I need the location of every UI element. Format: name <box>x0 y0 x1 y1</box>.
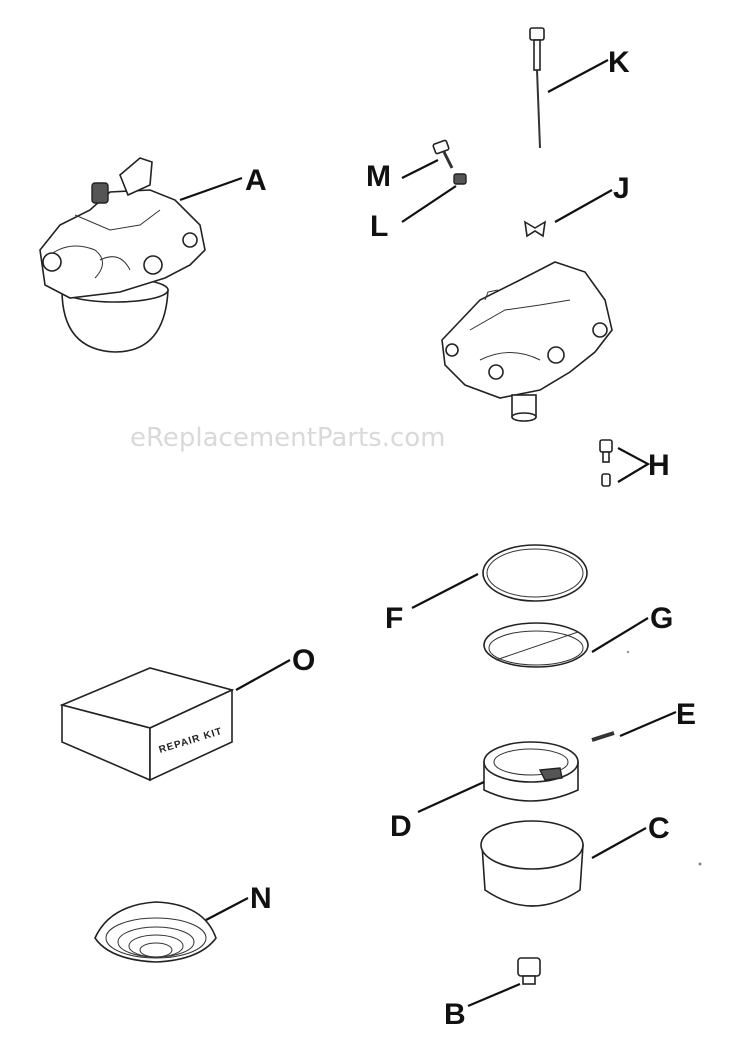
leader-g <box>591 617 649 653</box>
callout-j: J <box>613 172 630 205</box>
callout-b: B <box>444 998 466 1031</box>
leader-h <box>617 447 651 483</box>
part-m-screw[interactable] <box>432 139 454 169</box>
callout-g: G <box>650 602 673 635</box>
leader-c <box>591 827 647 859</box>
leader-a <box>179 176 243 202</box>
stray-mark <box>626 650 630 654</box>
part-j-seal[interactable] <box>523 220 547 238</box>
callout-l: L <box>370 210 388 243</box>
part-g-gasket[interactable] <box>483 622 589 668</box>
leader-e <box>619 710 677 738</box>
part-a-carburetor[interactable] <box>39 157 206 353</box>
callout-d: D <box>390 810 412 843</box>
leader-n <box>205 897 249 921</box>
callout-o: O <box>292 644 315 677</box>
callout-m: M <box>366 160 391 193</box>
part-k-needle[interactable] <box>529 27 545 149</box>
part-h-jets[interactable] <box>599 439 613 487</box>
stray-mark <box>698 862 702 866</box>
leader-d <box>417 780 485 814</box>
leader-b <box>467 982 521 1008</box>
callout-c: C <box>648 812 670 845</box>
part-o-repair-kit[interactable]: REPAIR KIT <box>59 667 235 782</box>
leader-m <box>401 159 439 179</box>
callout-n: N <box>250 882 272 915</box>
part-n-cone[interactable] <box>94 901 217 963</box>
leader-o <box>235 659 291 691</box>
watermark-text: eReplacementParts.com <box>130 423 446 453</box>
part-d-float[interactable] <box>483 741 579 802</box>
callout-h: H <box>648 449 670 482</box>
part-b-nut[interactable] <box>517 957 541 985</box>
callout-k: K <box>608 46 630 79</box>
leader-j <box>554 189 613 223</box>
leader-f <box>411 573 479 609</box>
leader-l <box>401 185 457 223</box>
callout-f: F <box>385 602 403 635</box>
part-f-gasket[interactable] <box>482 544 588 602</box>
leader-k <box>547 59 609 93</box>
part-e-pin[interactable] <box>591 731 615 742</box>
part-c-bowl[interactable] <box>480 820 584 907</box>
callout-a: A <box>245 164 267 197</box>
part-l-spring[interactable] <box>453 173 467 185</box>
callout-e: E <box>676 698 696 731</box>
carburetor-body-view <box>441 261 613 422</box>
